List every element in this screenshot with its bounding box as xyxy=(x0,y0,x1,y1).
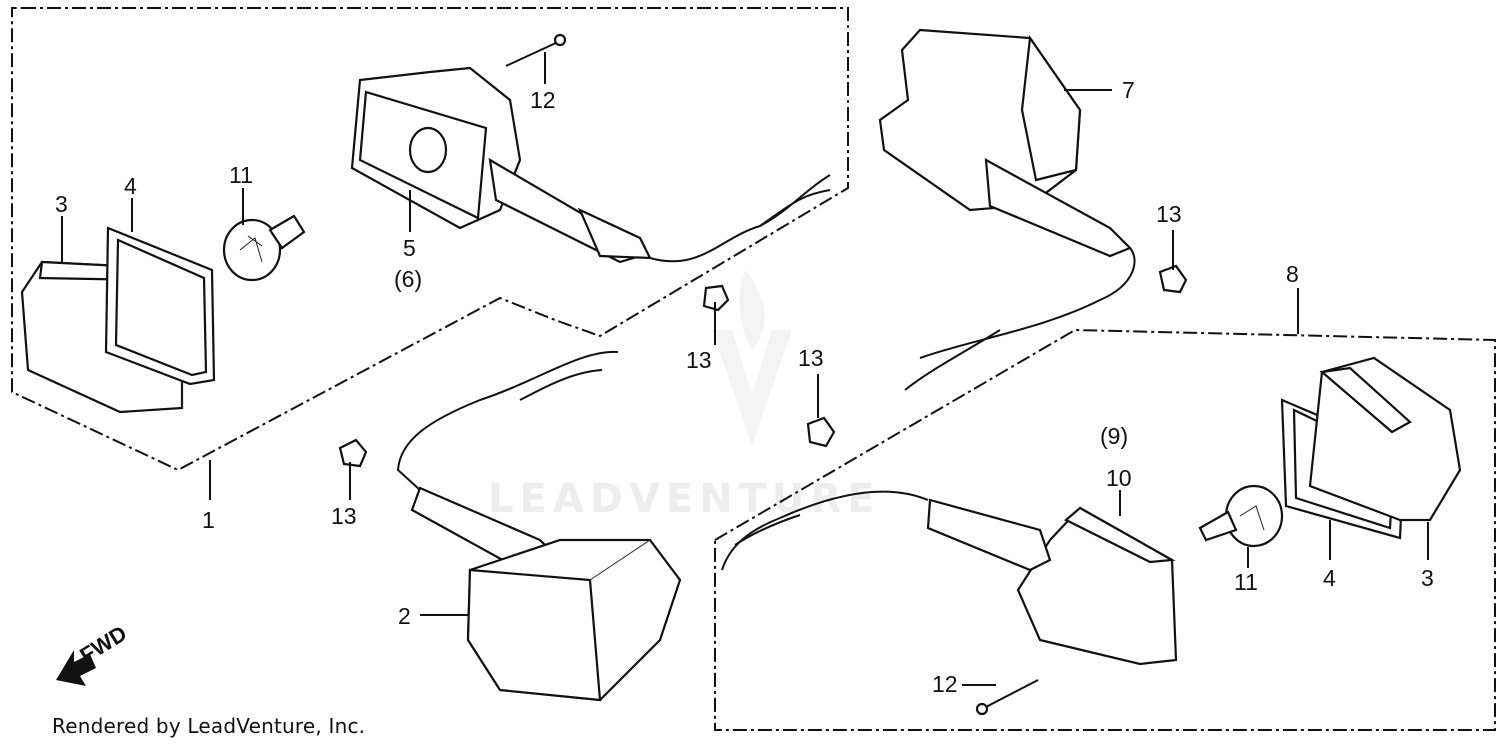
screw-icon xyxy=(505,33,567,67)
lens-gasket-icon xyxy=(104,226,216,386)
label-4-right: 4 xyxy=(1323,565,1336,591)
label-9: (9) xyxy=(1100,423,1128,449)
watermark-logo xyxy=(712,270,792,445)
assembly-outline-8 xyxy=(714,328,1496,731)
label-10: 10 xyxy=(1106,465,1132,491)
fwd-arrow-icon: FWD xyxy=(56,620,131,686)
turn-signal-lens-right-icon xyxy=(1308,356,1462,522)
label-2: 2 xyxy=(398,603,411,629)
label-11-left: 11 xyxy=(229,162,253,188)
screw-bottom-icon xyxy=(975,679,1039,716)
label-12-top: 12 xyxy=(530,87,556,113)
fwd-label: FWD xyxy=(75,620,131,668)
nut-icon xyxy=(338,264,1188,468)
leader-lines xyxy=(61,52,1429,686)
watermark-text: LEADVENTURE xyxy=(488,476,881,522)
label-12-bottom: 12 xyxy=(932,671,958,697)
label-3-right: 3 xyxy=(1421,565,1434,591)
front-left-signal-icon xyxy=(396,350,682,702)
label-11-right: 11 xyxy=(1234,569,1258,595)
signal-housing-icon xyxy=(350,66,831,264)
label-7: 7 xyxy=(1122,77,1135,103)
credit-text: Rendered by LeadVenture, Inc. xyxy=(52,714,366,738)
rear-right-signal-icon xyxy=(878,28,1136,391)
bulb-right-icon xyxy=(1198,484,1284,548)
signal-housing-right-icon xyxy=(721,490,1178,666)
label-8: 8 xyxy=(1286,261,1299,287)
label-4-left: 4 xyxy=(124,173,137,199)
label-3-left: 3 xyxy=(55,191,68,217)
label-1: 1 xyxy=(202,507,215,533)
label-13-mid: 13 xyxy=(798,345,824,371)
label-13-right: 13 xyxy=(1156,201,1182,227)
label-6: (6) xyxy=(394,266,422,292)
label-13-left: 13 xyxy=(331,503,357,529)
bulb-icon xyxy=(222,214,306,282)
label-5: 5 xyxy=(403,235,416,261)
label-13-center: 13 xyxy=(686,347,712,373)
